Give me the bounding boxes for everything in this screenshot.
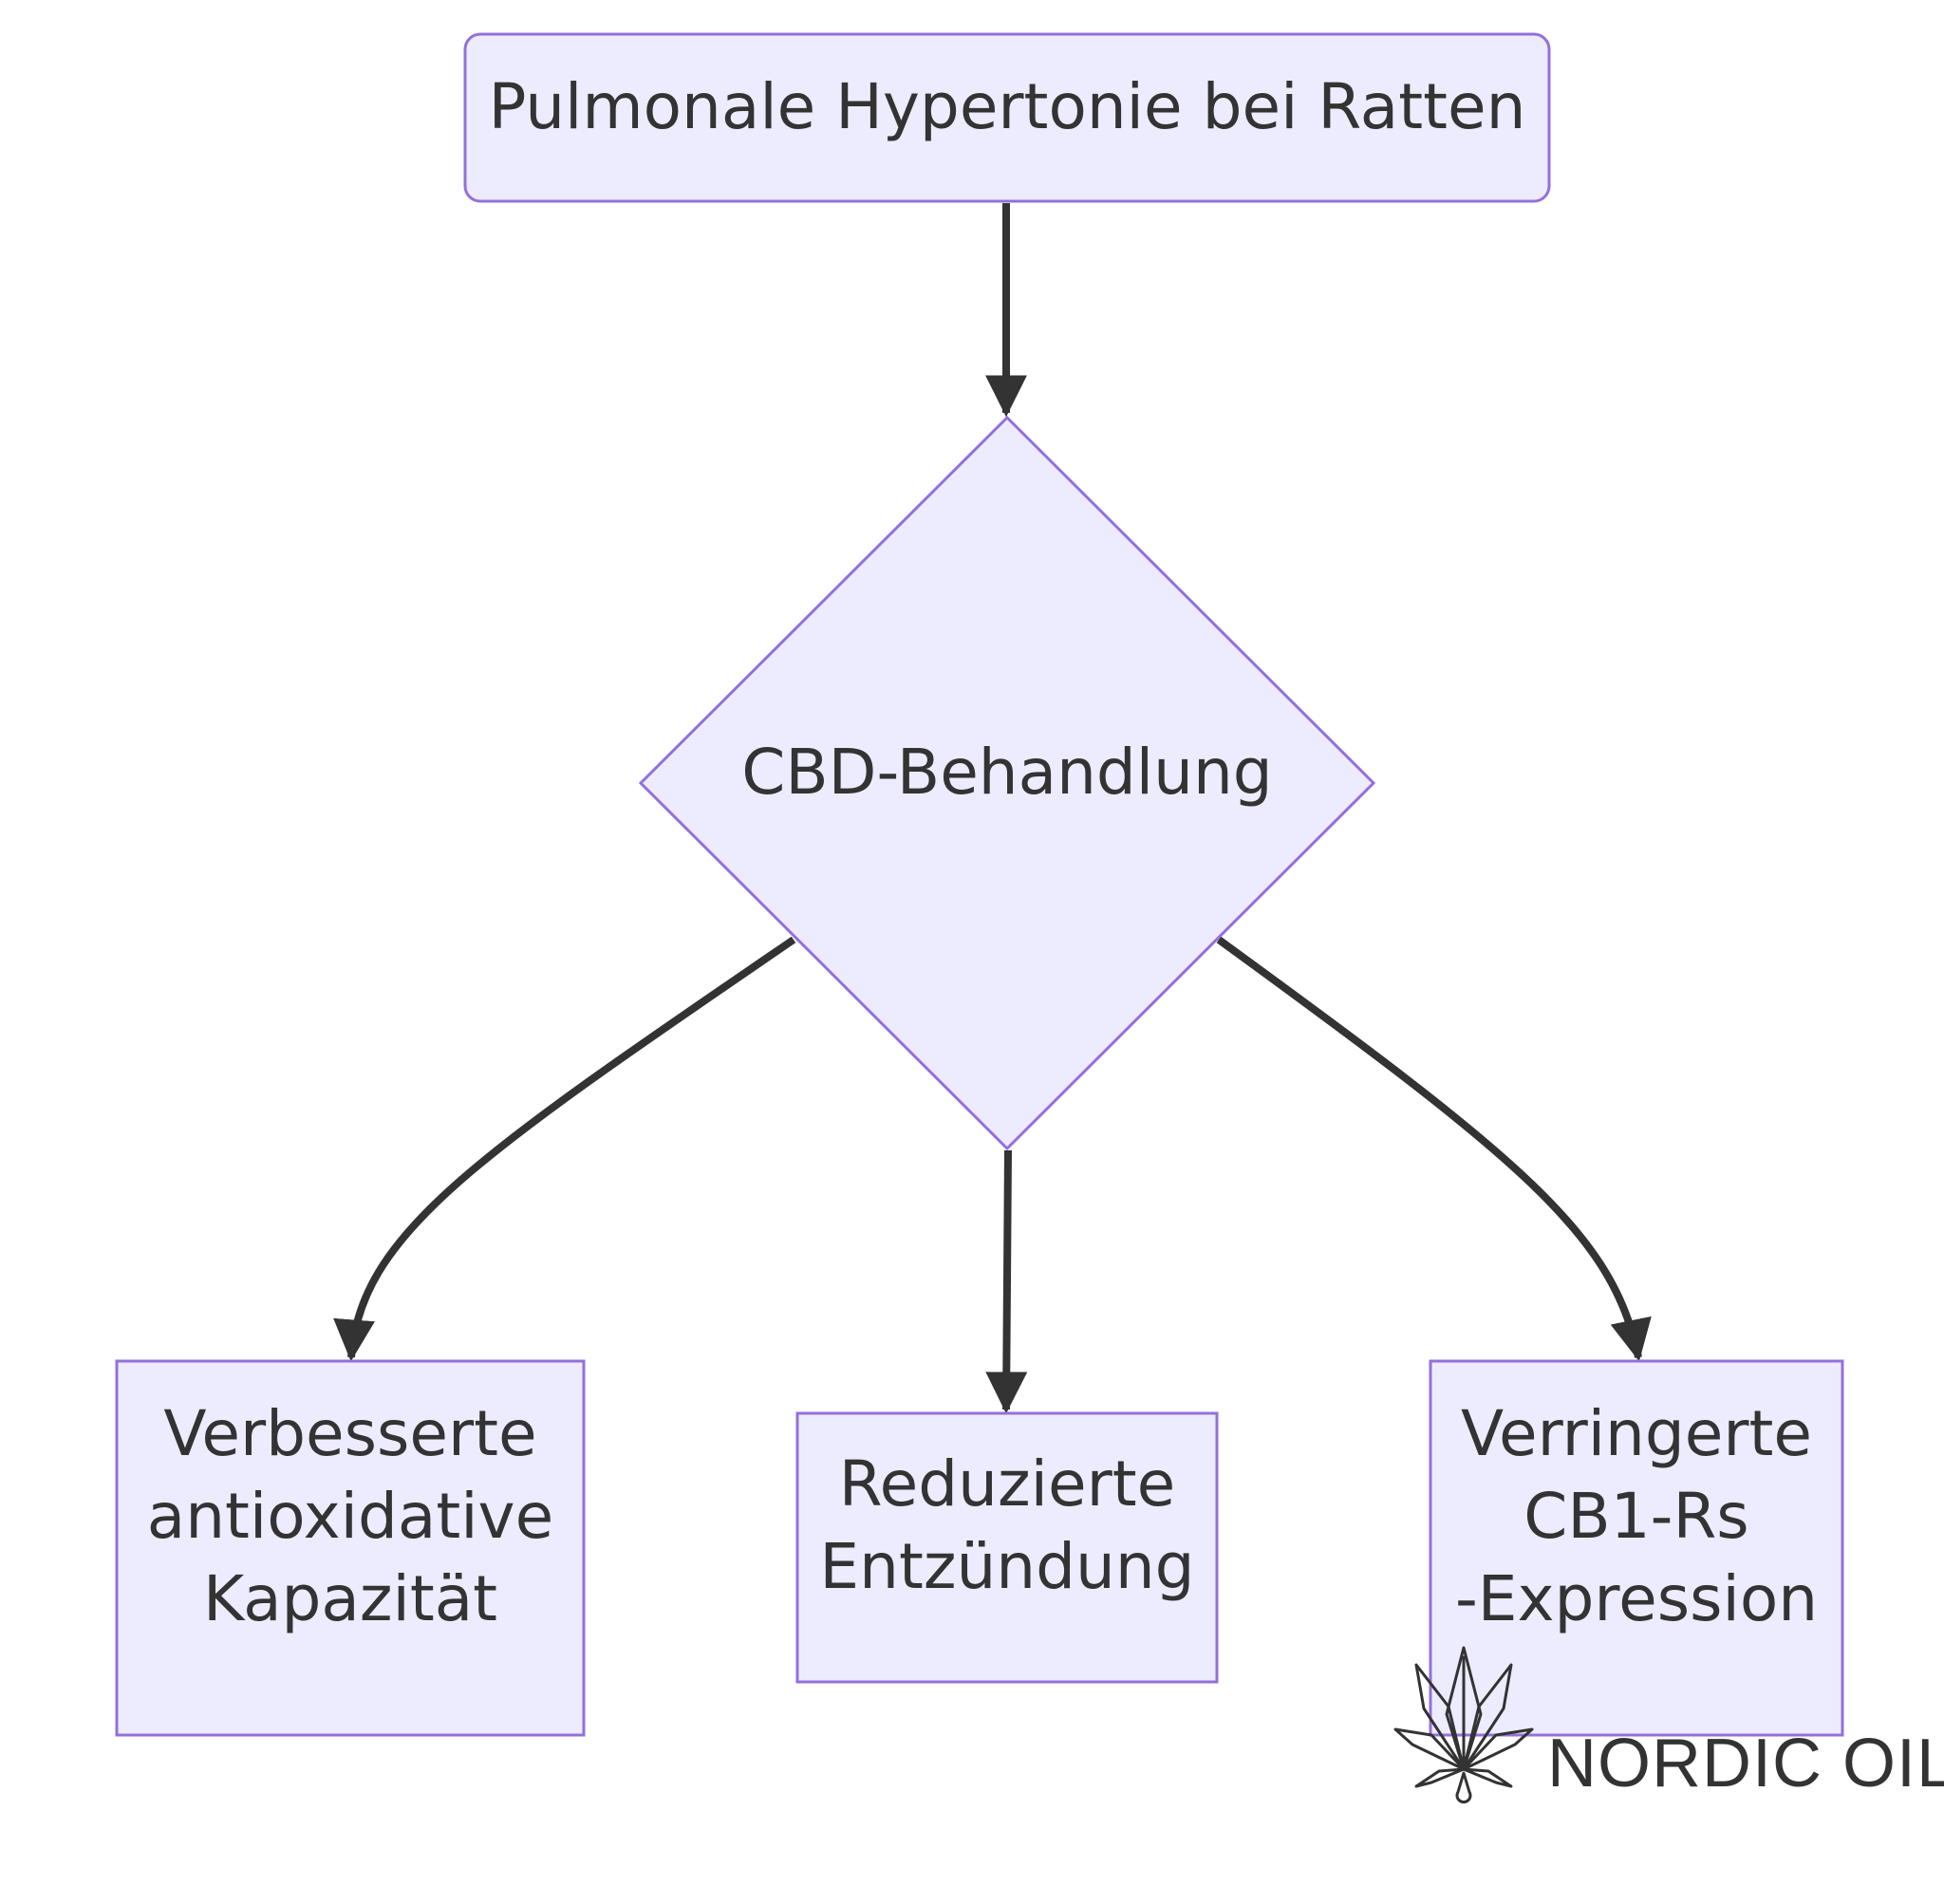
brand-name: NORDIC OIL: [1547, 1726, 1944, 1801]
node-antioxidant-box: [115, 1359, 586, 1737]
edge-decision-to-inflammation: [985, 1149, 1028, 1414]
node-antioxidant-line-1: Verbesserte: [163, 1397, 536, 1470]
node-root-box: [463, 32, 1551, 203]
node-inflammation-line-1: Reduzierte: [839, 1447, 1175, 1521]
node-cb1: Verringerte CB1-Rs -Expression: [1429, 1359, 1844, 1737]
node-decision: CBD-Behandlung: [638, 415, 1376, 1151]
node-cb1-box: [1429, 1359, 1844, 1737]
edge-decision-to-cb1: [1216, 936, 1652, 1362]
node-antioxidant-line-2: antioxidative: [147, 1480, 553, 1553]
brand-logo: NORDIC OIL: [1393, 1646, 1944, 1804]
edges: [333, 203, 1652, 1414]
node-root-label: Pulmonale Hypertonie bei Ratten: [489, 70, 1526, 143]
node-inflammation-line-2: Entzündung: [819, 1530, 1194, 1603]
edge-decision-to-antioxidant: [333, 936, 796, 1362]
node-root: Pulmonale Hypertonie bei Ratten: [463, 32, 1551, 203]
cannabis-leaf-icon: [1393, 1646, 1534, 1804]
node-decision-label: CBD-Behandlung: [741, 736, 1272, 809]
node-cb1-line-2: CB1-Rs: [1523, 1480, 1748, 1553]
node-inflammation: Reduzierte Entzündung: [795, 1411, 1219, 1684]
node-inflammation-box: [795, 1411, 1219, 1684]
node-antioxidant: Verbesserte antioxidative Kapazität: [115, 1359, 586, 1737]
node-cb1-line-1: Verringerte: [1461, 1397, 1812, 1470]
node-cb1-line-3: -Expression: [1455, 1562, 1818, 1635]
node-antioxidant-line-3: Kapazität: [203, 1562, 497, 1635]
node-decision-diamond: [638, 415, 1376, 1151]
